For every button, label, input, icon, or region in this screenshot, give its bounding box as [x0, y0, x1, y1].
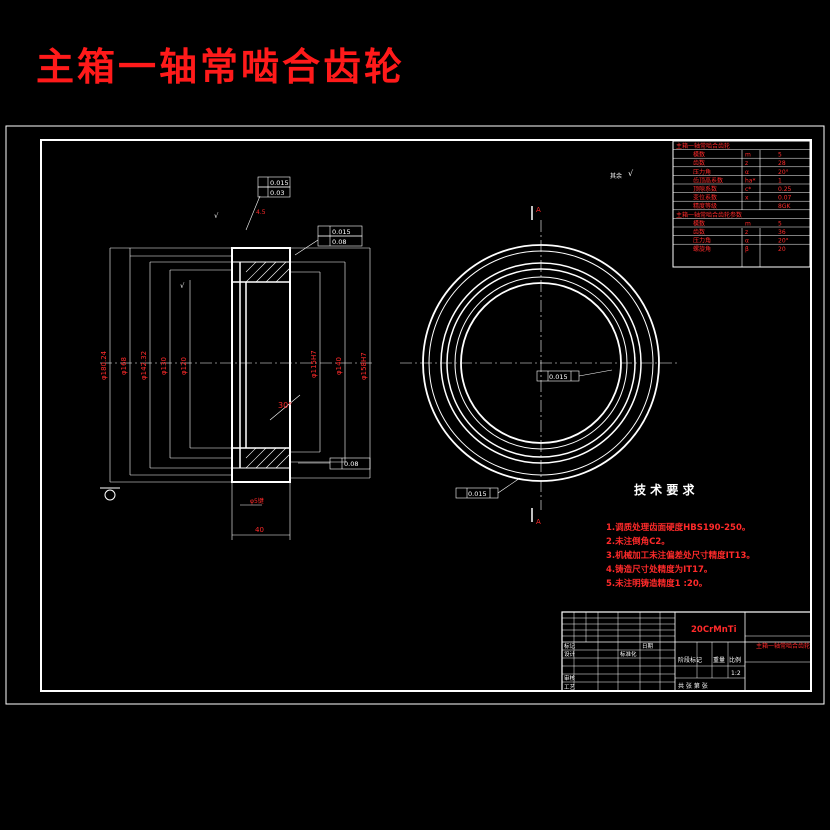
- table-param-symbol: β: [745, 246, 749, 253]
- svg-text:0.015: 0.015: [270, 179, 289, 187]
- svg-text:日期: 日期: [642, 643, 654, 650]
- tech-item-1: 1.调质处理齿面硬度HBS190-250。: [606, 522, 750, 533]
- table-param-value: 20°: [778, 238, 789, 245]
- stage-label: 阶段标记: [678, 656, 702, 664]
- table-param-symbol: α: [745, 169, 749, 176]
- svg-text:工艺: 工艺: [564, 684, 576, 691]
- svg-text:φ142.32: φ142.32: [140, 351, 148, 380]
- table-param-name: 螺旋角: [693, 245, 711, 253]
- svg-text:φ120: φ120: [180, 357, 188, 375]
- svg-text:φ168: φ168: [120, 357, 128, 375]
- svg-text:标记: 标记: [564, 642, 576, 650]
- svg-text:√: √: [214, 212, 219, 220]
- gdt-frame-lower: 0.015: [455, 477, 521, 499]
- inner-frame: [40, 139, 812, 692]
- tech-item-5: 5.未注明铸造精度1 :20。: [606, 578, 707, 589]
- table-param-name: 精度等级: [693, 202, 717, 210]
- table-param-name: 压力角: [693, 168, 711, 176]
- table-param-value: 8GK: [778, 203, 791, 210]
- table-param-value: 5: [778, 152, 782, 159]
- table-param-symbol: x: [745, 195, 749, 202]
- svg-text:0.03: 0.03: [270, 189, 284, 197]
- sheet-info: 共 张 第 张: [678, 682, 708, 690]
- svg-text:4.5: 4.5: [256, 209, 266, 216]
- tech-requirements: 技 术 要 求 1.调质处理齿面硬度HBS190-250。 2.未注倒角C2。 …: [606, 482, 755, 589]
- table-param-value: 5: [778, 220, 782, 227]
- table-param-value: 20: [778, 246, 786, 253]
- outer-frame: [5, 125, 825, 705]
- weight-label: 重量: [713, 656, 725, 664]
- svg-text:0.08: 0.08: [332, 238, 346, 246]
- table-param-name: 变位系数: [693, 194, 717, 202]
- svg-text:0.015: 0.015: [549, 373, 568, 381]
- svg-text:审核: 审核: [564, 674, 576, 682]
- front-view: A A 0.015 0.015 其余 √: [400, 169, 680, 526]
- table-param-symbol: m: [745, 152, 751, 159]
- svg-text:√: √: [628, 169, 634, 178]
- svg-text:0.08: 0.08: [344, 460, 358, 468]
- svg-text:φ115H7: φ115H7: [310, 350, 318, 378]
- table-param-symbol: z: [745, 160, 748, 167]
- svg-text:φ130: φ130: [160, 357, 168, 375]
- tech-item-4: 4.铸造尺寸处精度为IT17。: [606, 564, 712, 575]
- svg-text:φ158H7: φ158H7: [360, 352, 368, 380]
- table-param-name: 齿数: [693, 228, 705, 236]
- svg-text:√: √: [180, 282, 185, 290]
- svg-text:0.015: 0.015: [468, 490, 487, 498]
- table-param-symbol: α: [745, 238, 749, 245]
- gdt-frame-bottom: 0.08: [298, 457, 371, 470]
- table-param-name: 齿顶高系数: [693, 176, 723, 184]
- scale-value: 1:2: [731, 670, 741, 677]
- table-param-name: 模数: [693, 151, 705, 159]
- svg-text:设计: 设计: [564, 650, 576, 658]
- table-header-2: 主箱一轴常啮合齿轮参数: [676, 211, 742, 219]
- svg-text:φ140: φ140: [335, 357, 343, 375]
- section-view: φ180.24 φ168 φ142.32 φ130 φ120 φ115H7 φ1…: [100, 176, 375, 540]
- chamfer-angle: 30°: [278, 401, 292, 410]
- title-block: 20CrMnTi 主箱一轴常啮合齿轮 阶段标记 重量 比例 1:2 共 张 第 …: [561, 611, 812, 692]
- table-param-symbol: z: [745, 229, 748, 236]
- svg-text:A: A: [536, 518, 541, 526]
- table-param-value: 36: [778, 229, 786, 236]
- svg-text:φ180.24: φ180.24: [100, 350, 108, 380]
- width-dimension: 40: [255, 526, 264, 534]
- table-param-name: 模数: [693, 219, 705, 227]
- svg-text:0.015: 0.015: [332, 228, 351, 236]
- drawing-title: 主箱一轴常啮合齿轮: [36, 44, 406, 89]
- tech-item-2: 2.未注倒角C2。: [606, 536, 670, 547]
- drawing-name: 主箱一轴常啮合齿轮: [756, 642, 810, 650]
- table-param-name: 顶隙系数: [693, 185, 717, 193]
- svg-text:标准化: 标准化: [620, 650, 637, 658]
- table-param-symbol: c*: [745, 186, 751, 193]
- table-header-1: 主箱一轴常啮合齿轮: [676, 142, 730, 150]
- table-param-symbol: ha*: [745, 177, 755, 184]
- tech-heading: 技 术 要 求: [634, 482, 696, 497]
- table-param-value: 20°: [778, 169, 789, 176]
- table-param-value: 28: [778, 160, 786, 167]
- scale-label: 比例: [729, 656, 741, 664]
- table-param-value: 0.07: [778, 195, 792, 202]
- gdt-frame-top-right: 0.015 0.08: [294, 225, 363, 256]
- tech-item-3: 3.机械加工未注偏差处尺寸精度IT13。: [606, 550, 755, 561]
- gdt-frame-center: 0.015: [536, 369, 613, 382]
- table-param-symbol: m: [745, 220, 751, 227]
- table-param-value: 0.25: [778, 186, 792, 193]
- table-param-value: 1: [778, 177, 782, 184]
- roughness-note: 其余: [610, 172, 622, 180]
- table-param-name: 齿数: [693, 159, 705, 167]
- gdt-frame-top-left: 0.015 0.03: [245, 176, 291, 231]
- svg-text:φ5键: φ5键: [250, 497, 264, 505]
- table-param-name: 压力角: [693, 237, 711, 245]
- svg-text:A: A: [536, 206, 541, 214]
- material: 20CrMnTi: [691, 625, 737, 635]
